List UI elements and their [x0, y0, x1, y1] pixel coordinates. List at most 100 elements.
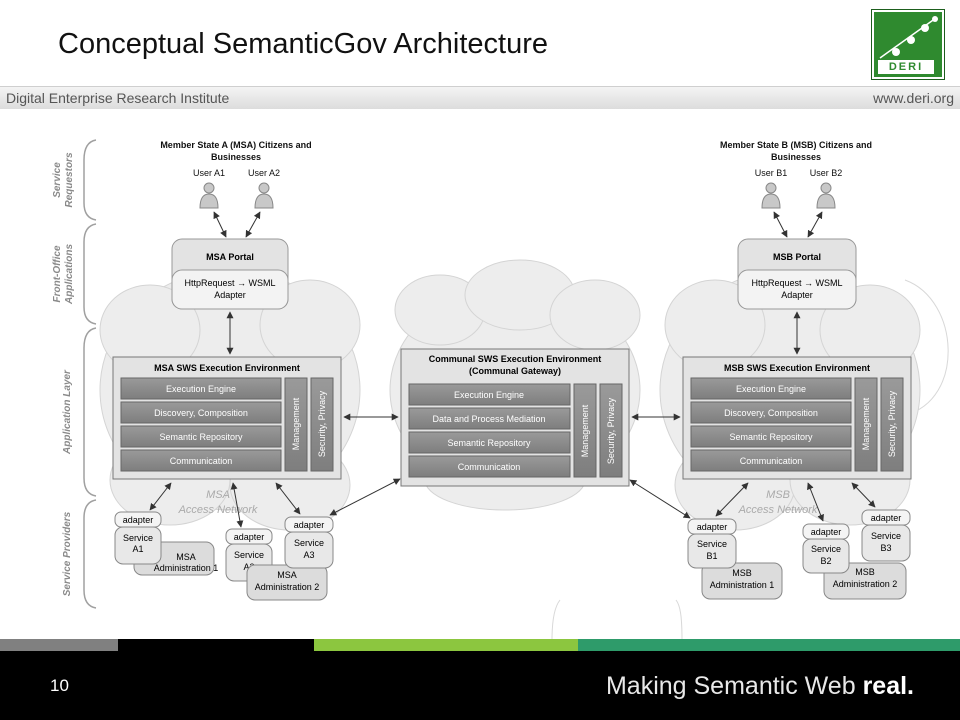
layer-label-application: Application Layer: [62, 369, 73, 455]
decor-arc-bottom: [551, 599, 561, 640]
institute-name: Digital Enterprise Research Institute: [6, 90, 230, 106]
msa-network-line2: Access Network: [178, 504, 258, 516]
user-b2-icon[interactable]: [816, 182, 836, 209]
msa-env[interactable]: MSA SWS Execution Environment Execution …: [112, 356, 342, 480]
msa-provider-a1[interactable]: MSA Administration 1 Service A1 adapter: [114, 511, 219, 576]
user-b2-label: User B2: [810, 168, 843, 178]
adapter-a1: adapter: [123, 515, 154, 525]
msa-module-label-3: Communication: [170, 456, 233, 466]
arrow-a2-env: [230, 482, 244, 528]
arrow-b3-env: [851, 482, 876, 508]
service-b1-l2: B1: [706, 551, 717, 561]
msa-module-discovery[interactable]: [120, 401, 282, 424]
msb-management-panel[interactable]: [854, 377, 878, 472]
footer-seg-lime: [314, 639, 578, 651]
communal-env[interactable]: Communal SWS Execution Environment (Comm…: [400, 348, 630, 487]
msa-network-line1: MSA: [206, 489, 230, 501]
msb-module-repository[interactable]: [690, 425, 852, 448]
msb-env[interactable]: MSB SWS Execution Environment Execution …: [682, 356, 912, 480]
communal-module-repository[interactable]: [408, 431, 571, 454]
msb-security-panel[interactable]: [880, 377, 904, 472]
msa-security-panel[interactable]: [310, 377, 334, 472]
msb-provider-b3[interactable]: Service B3 adapter: [861, 509, 911, 562]
communal-module-communication[interactable]: [408, 455, 571, 478]
msa-module-repository[interactable]: [120, 425, 282, 448]
footer-seg-green: [578, 639, 960, 651]
msa-module-label-2: Semantic Repository: [159, 432, 243, 442]
tagline: Making Semantic Web real.: [606, 672, 914, 701]
communal-management-panel[interactable]: [573, 383, 597, 478]
msb-module-execution-engine[interactable]: [690, 377, 852, 400]
slide-title: Conceptual SemanticGov Architecture: [58, 28, 549, 60]
msb-module-communication[interactable]: [690, 449, 852, 472]
msb-side-label-1: Security, Privacy: [887, 390, 897, 457]
user-a1-label: User A1: [193, 168, 225, 178]
adapter-a2: adapter: [234, 532, 265, 542]
msa-side-label-0: Management: [291, 397, 301, 450]
communal-module-label-0: Execution Engine: [454, 390, 524, 400]
msa-provider-a2[interactable]: Service A2 adapter: [225, 528, 273, 582]
communal-security-panel[interactable]: [599, 383, 623, 478]
msa-module-execution-engine[interactable]: [120, 377, 282, 400]
service-b1-l1: Service: [697, 539, 727, 549]
msa-portal[interactable]: MSA Portal HttpRequest → WSML Adapter: [171, 238, 289, 310]
msb-adapter-line2: Adapter: [781, 290, 813, 300]
service-a3-l2: A3: [303, 550, 314, 560]
msb-module-label-2: Semantic Repository: [729, 432, 813, 442]
msa-module-label-0: Execution Engine: [166, 384, 236, 394]
tagline-main: Making Semantic Web: [605, 672, 863, 700]
msa-portal-title: MSA Portal: [206, 252, 254, 262]
msb-network-line1: MSB: [766, 489, 790, 501]
arrow-a3-env: [275, 482, 301, 515]
decor-arc-bottom-2: [675, 599, 683, 640]
arrow-b2-portal: [807, 211, 823, 238]
msa-admin-1-l1: MSA: [176, 552, 196, 562]
communal-module-mediation[interactable]: [408, 407, 571, 430]
user-a2-icon[interactable]: [254, 182, 274, 209]
institute-url[interactable]: www.deri.org: [873, 90, 954, 106]
msb-provider-b1[interactable]: MSB Administration 1 Service B1 adapter: [687, 518, 783, 600]
user-a1-icon[interactable]: [199, 182, 219, 209]
arrow-a1-portal: [213, 211, 227, 238]
msb-portal[interactable]: MSB Portal HttpRequest → WSML Adapter: [737, 238, 857, 310]
service-a1-l1: Service: [123, 533, 153, 543]
msa-management-panel[interactable]: [284, 377, 308, 472]
msa-module-communication[interactable]: [120, 449, 282, 472]
msa-admin-2-l1: MSA: [277, 570, 297, 580]
user-a2-label: User A2: [248, 168, 280, 178]
service-b2-l1: Service: [811, 544, 841, 554]
msb-module-label-1: Discovery, Composition: [724, 408, 818, 418]
deri-logo-text: DERI: [878, 60, 934, 74]
arrow-b2-env: [807, 482, 824, 522]
footer-seg-grey: [0, 639, 118, 651]
msb-adapter-line1: HttpRequest → WSML: [751, 278, 842, 288]
msa-provider-a3[interactable]: MSA Administration 2 Service A3 adapter: [246, 516, 334, 601]
adapter-a3: adapter: [294, 520, 325, 530]
msb-module-discovery[interactable]: [690, 401, 852, 424]
msa-side-label-1: Security, Privacy: [317, 390, 327, 457]
arrow-b1-portal: [773, 211, 788, 238]
service-b3-l2: B3: [880, 543, 891, 553]
service-a3-l1: Service: [294, 538, 324, 548]
msa-adapter-line2: Adapter: [214, 290, 246, 300]
msb-module-label-0: Execution Engine: [736, 384, 806, 394]
msb-side-label-0: Management: [861, 397, 871, 450]
msb-admin-1-l2: Administration 1: [710, 580, 775, 590]
communal-module-label-2: Semantic Repository: [447, 438, 531, 448]
arrow-communal-b1: [629, 479, 691, 519]
msa-admin-1-l2: Administration 1: [154, 563, 219, 573]
footer-seg-black: [118, 639, 314, 651]
service-a1-l2: A1: [132, 544, 143, 554]
user-b1-icon[interactable]: [761, 182, 781, 209]
msa-admin-2-l2: Administration 2: [255, 582, 320, 592]
institute-band: Digital Enterprise Research Institute ww…: [0, 86, 960, 109]
msb-provider-b2[interactable]: MSB Administration 2 Service B2 adapter: [802, 523, 907, 600]
communal-module-execution-engine[interactable]: [408, 383, 571, 406]
arrow-b1-env: [715, 482, 749, 517]
deri-logo: DERI: [872, 10, 944, 79]
architecture-diagram: ServiceRequestors Front-OfficeApplicatio…: [52, 139, 949, 640]
msb-module-label-3: Communication: [740, 456, 803, 466]
msb-admin-2-l1: MSB: [855, 567, 875, 577]
